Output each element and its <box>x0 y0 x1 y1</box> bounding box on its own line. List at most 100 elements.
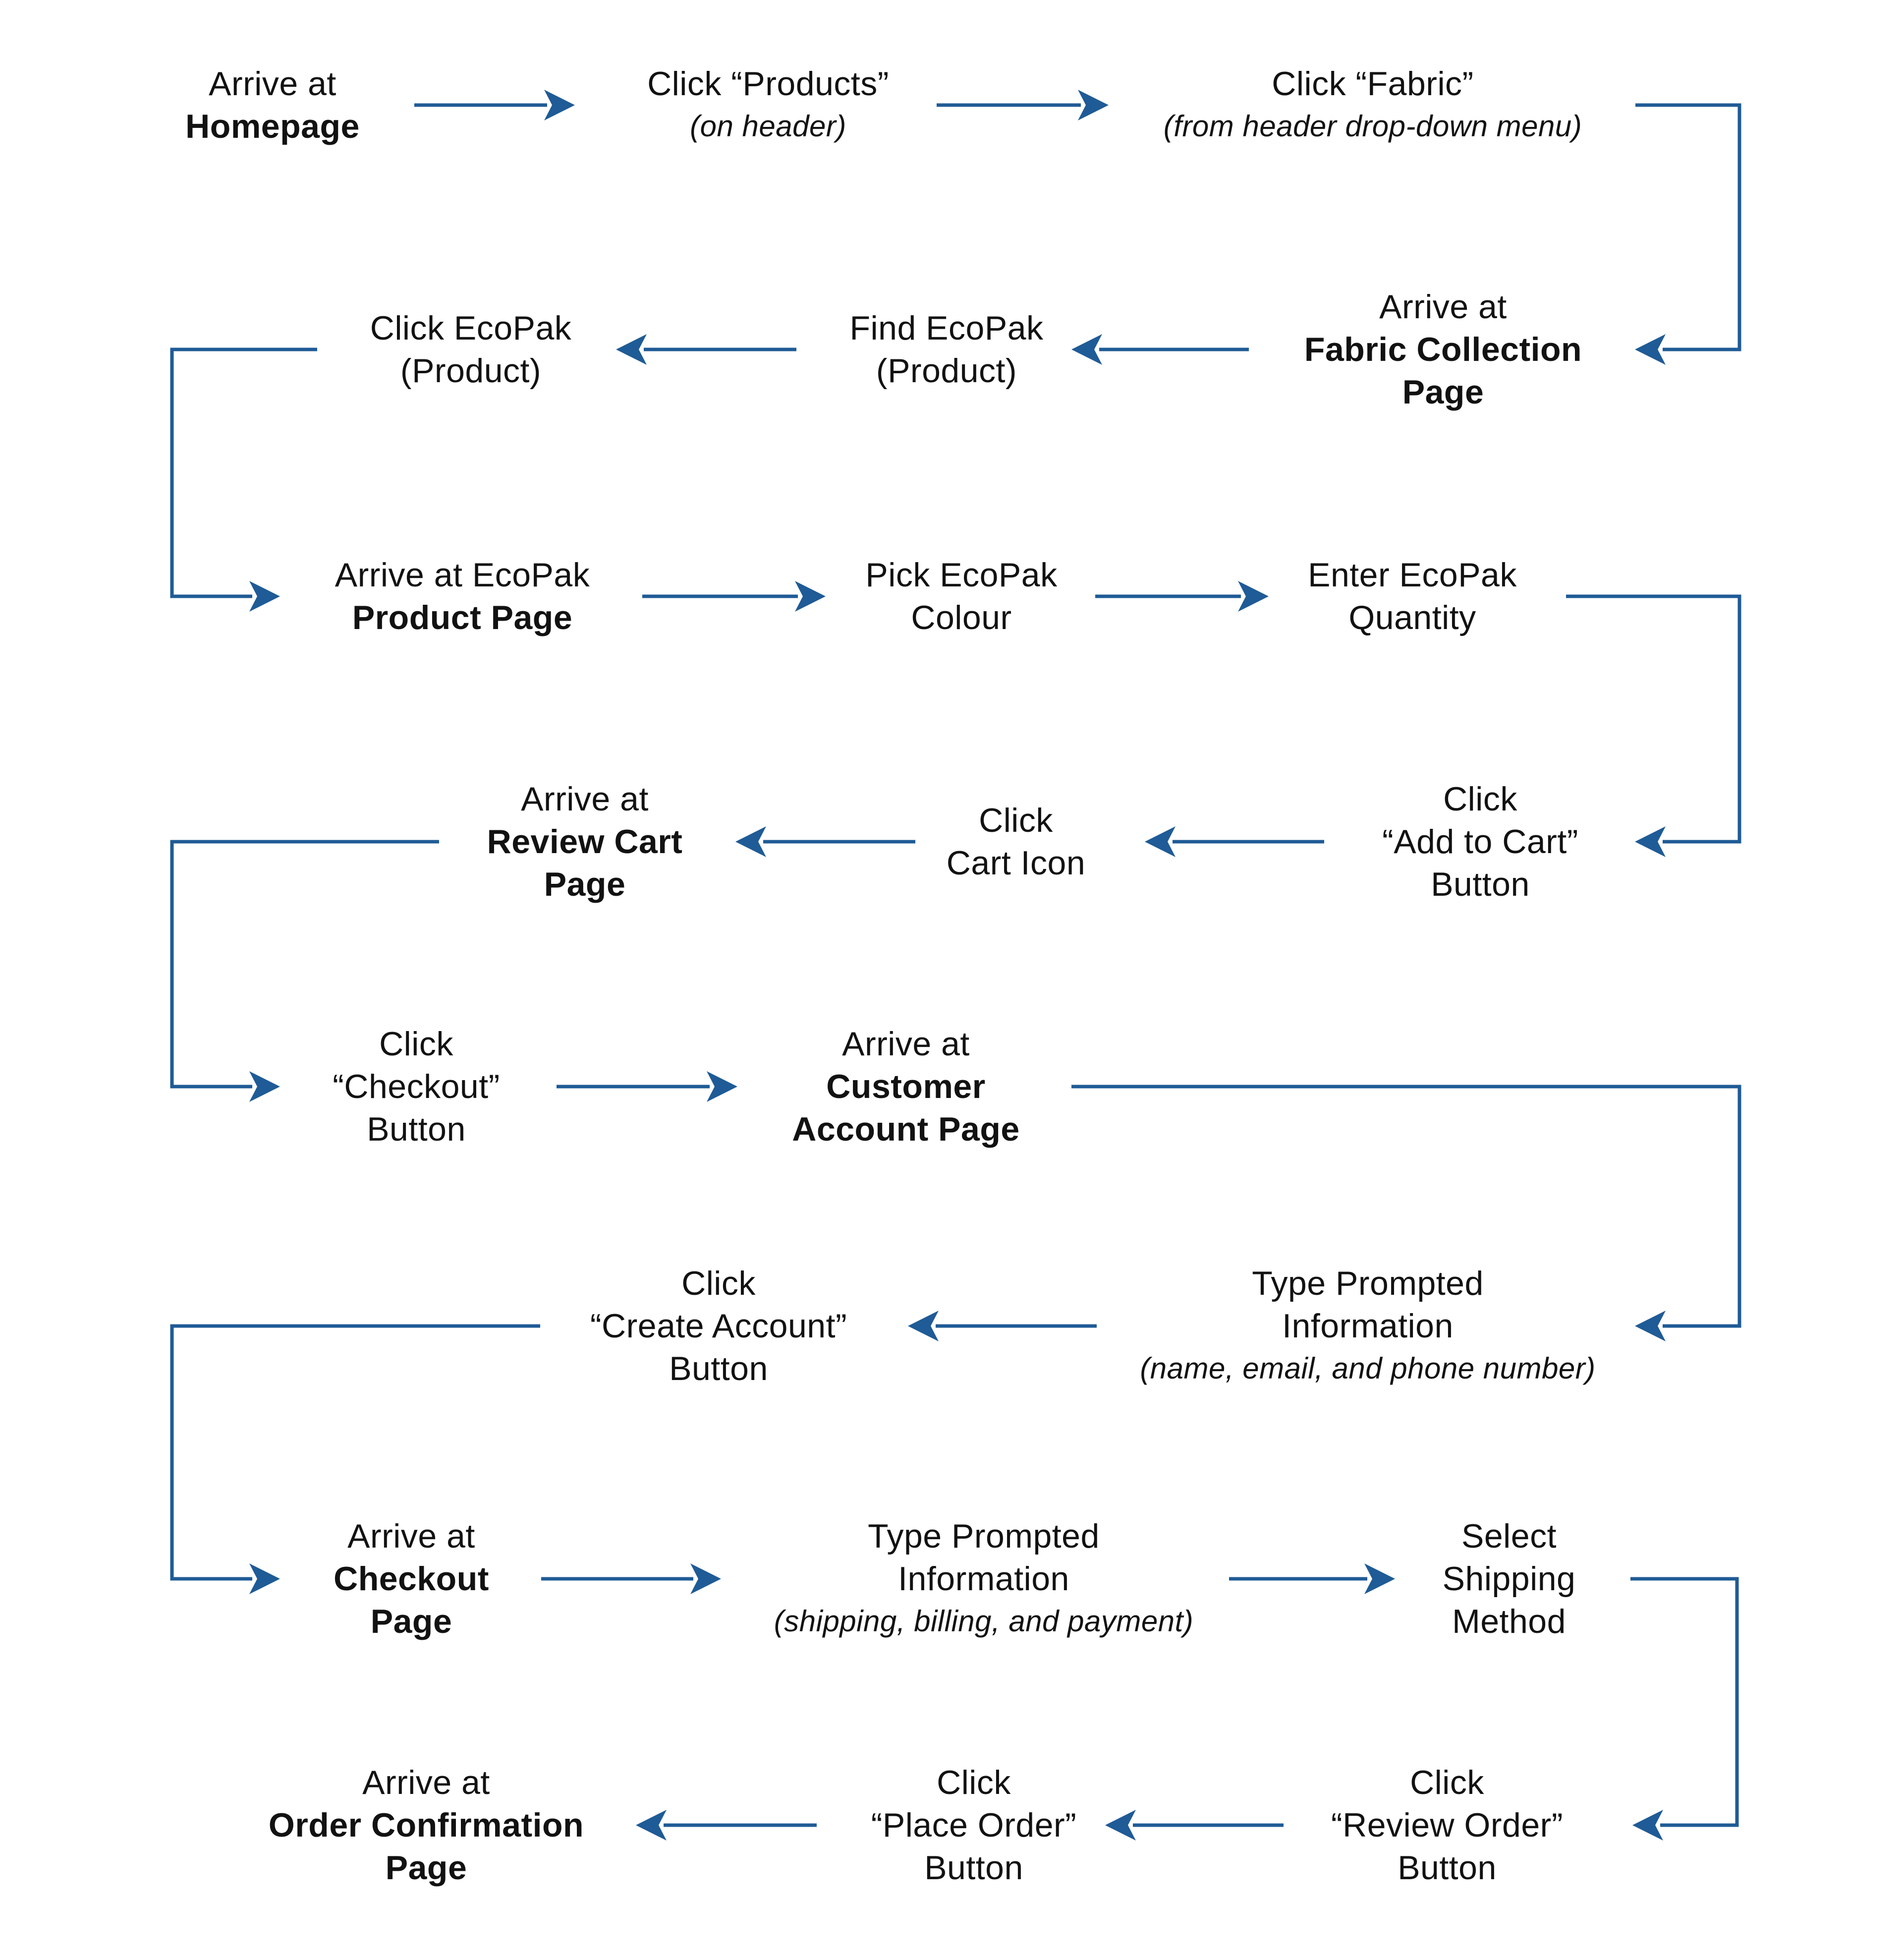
elbow-customer-account-to-type-info <box>1071 1085 1741 1341</box>
step-note: (name, email, and phone number) <box>1140 1352 1596 1385</box>
step-enter-ecopak-quantity: Enter EcoPak Quantity <box>1308 554 1517 639</box>
step-line: Homepage <box>185 108 360 145</box>
step-click-checkout-button: Click “Checkout” Button <box>333 1023 500 1151</box>
elbow-fabric-to-fabric-collection <box>1635 103 1741 365</box>
step-line: Shipping <box>1442 1560 1576 1598</box>
arrow-fabric-collection-to-find-ecopak <box>1071 334 1249 365</box>
arrow-checkout-page-to-type-info <box>541 1563 721 1594</box>
step-line: Click EcoPak <box>370 309 572 347</box>
step-line: Click <box>1443 780 1517 818</box>
step-arrive-review-cart-page: Arrive at Review Cart Page <box>487 778 683 906</box>
arrow-checkout-button-to-customer-account <box>557 1071 737 1102</box>
step-line: Fabric Collection <box>1304 331 1582 368</box>
step-line: Information <box>1282 1307 1454 1345</box>
step-line: “Place Order” <box>871 1806 1077 1844</box>
arrow-pick-colour-to-enter-quantity <box>1095 581 1269 612</box>
step-line: Arrive at <box>842 1025 970 1063</box>
arrow-place-order-to-order-confirmation <box>636 1810 817 1841</box>
step-line: Quantity <box>1348 599 1476 636</box>
step-line: Arrive at <box>209 65 336 103</box>
elbow-shipping-method-to-review-order <box>1630 1577 1739 1841</box>
step-arrive-order-confirmation-page: Arrive at Order Confirmation Page <box>269 1761 584 1889</box>
elbow-review-cart-to-checkout-button <box>170 840 439 1102</box>
elbow-click-ecopak-to-product-page <box>170 347 317 612</box>
step-line: Select <box>1461 1517 1557 1555</box>
arrow-review-order-to-place-order <box>1105 1810 1284 1841</box>
arrow-products-to-fabric <box>937 90 1109 120</box>
arrow-add-to-cart-to-cart-icon <box>1145 826 1324 857</box>
step-line: Arrive at <box>362 1764 490 1801</box>
step-line: Pick EcoPak <box>865 556 1058 594</box>
step-click-place-order: Click “Place Order” Button <box>871 1761 1077 1889</box>
arrow-type-info-to-create-account <box>908 1311 1097 1341</box>
step-line: (Product) <box>400 352 542 390</box>
step-line: “Review Order” <box>1331 1806 1563 1844</box>
step-line: Arrive at <box>1379 288 1507 326</box>
arrow-type-info-to-shipping-method <box>1229 1563 1395 1594</box>
elbow-create-account-to-checkout-page <box>170 1324 540 1594</box>
step-click-cart-icon: Click Cart Icon <box>947 799 1085 884</box>
step-line: “Add to Cart” <box>1382 823 1578 861</box>
step-line: Button <box>367 1110 466 1148</box>
step-line: Arrive at <box>347 1517 475 1555</box>
step-select-shipping-method: Select Shipping Method <box>1443 1515 1576 1643</box>
step-line: “Create Account” <box>590 1307 847 1345</box>
step-line: Button <box>1398 1849 1497 1887</box>
step-line: Account Page <box>792 1110 1020 1148</box>
arrow-cart-icon-to-review-cart <box>735 826 915 857</box>
step-note: (shipping, billing, and payment) <box>774 1605 1194 1638</box>
step-line: Click <box>979 802 1053 839</box>
step-line: Type Prompted <box>868 1517 1100 1555</box>
step-line: Customer <box>826 1068 986 1105</box>
step-line: Product Page <box>352 599 573 636</box>
step-arrive-customer-account-page: Arrive at Customer Account Page <box>792 1023 1019 1151</box>
step-line: Page <box>385 1849 467 1887</box>
step-line: Review Cart <box>487 823 683 861</box>
step-line: Click “Fabric” <box>1272 65 1474 103</box>
step-line: Page <box>544 865 626 903</box>
step-line: Arrive at EcoPak <box>335 556 590 594</box>
step-pick-ecopak-colour: Pick EcoPak Colour <box>865 554 1057 639</box>
step-click-products: Click “Products” (on header) <box>647 62 889 148</box>
step-click-review-order: Click “Review Order” Button <box>1331 1761 1563 1889</box>
step-arrive-checkout-page: Arrive at Checkout Page <box>334 1515 489 1643</box>
step-line: Click “Products” <box>647 65 889 103</box>
step-line: Click <box>379 1025 453 1063</box>
step-line: Click <box>937 1764 1011 1801</box>
arrow-find-ecopak-to-click-ecopak <box>616 334 796 365</box>
step-line: Enter EcoPak <box>1308 556 1517 594</box>
step-line: Colour <box>911 599 1012 636</box>
step-line: “Checkout” <box>333 1068 500 1105</box>
step-type-info-account: Type Prompted Information (name, email, … <box>1140 1262 1595 1390</box>
step-line: Cart Icon <box>946 844 1086 882</box>
step-line: Checkout <box>334 1560 489 1598</box>
step-click-create-account: Click “Create Account” Button <box>590 1262 847 1390</box>
step-line: Button <box>669 1350 768 1387</box>
step-line: Click <box>681 1265 756 1302</box>
step-click-add-to-cart: Click “Add to Cart” Button <box>1382 778 1578 906</box>
step-line: Button <box>924 1849 1023 1887</box>
step-note: (from header drop-down menu) <box>1163 110 1582 143</box>
step-click-ecopak: Click EcoPak (Product) <box>370 307 572 392</box>
step-arrive-homepage: Arrive at Homepage <box>185 62 360 148</box>
step-note: (on header) <box>690 110 846 143</box>
step-find-ecopak: Find EcoPak (Product) <box>849 307 1043 392</box>
step-arrive-fabric-collection-page: Arrive at Fabric Collection Page <box>1304 286 1582 413</box>
step-line: Arrive at <box>521 780 649 818</box>
step-line: Method <box>1452 1603 1566 1640</box>
step-click-fabric: Click “Fabric” (from header drop-down me… <box>1164 62 1582 148</box>
arrow-product-page-to-pick-colour <box>642 581 826 612</box>
step-type-info-checkout: Type Prompted Information (shipping, bil… <box>774 1515 1193 1643</box>
step-line: Find EcoPak <box>849 309 1044 347</box>
step-line: (Product) <box>876 352 1017 390</box>
step-line: Click <box>1410 1764 1484 1801</box>
step-line: Button <box>1431 865 1530 903</box>
step-line: Information <box>898 1560 1069 1598</box>
step-arrive-ecopak-product-page: Arrive at EcoPak Product Page <box>335 554 590 639</box>
elbow-enter-quantity-to-add-to-cart <box>1566 594 1741 857</box>
step-line: Order Confirmation <box>268 1806 584 1844</box>
step-line: Type Prompted <box>1252 1265 1484 1302</box>
arrow-homepage-to-products <box>414 90 575 120</box>
